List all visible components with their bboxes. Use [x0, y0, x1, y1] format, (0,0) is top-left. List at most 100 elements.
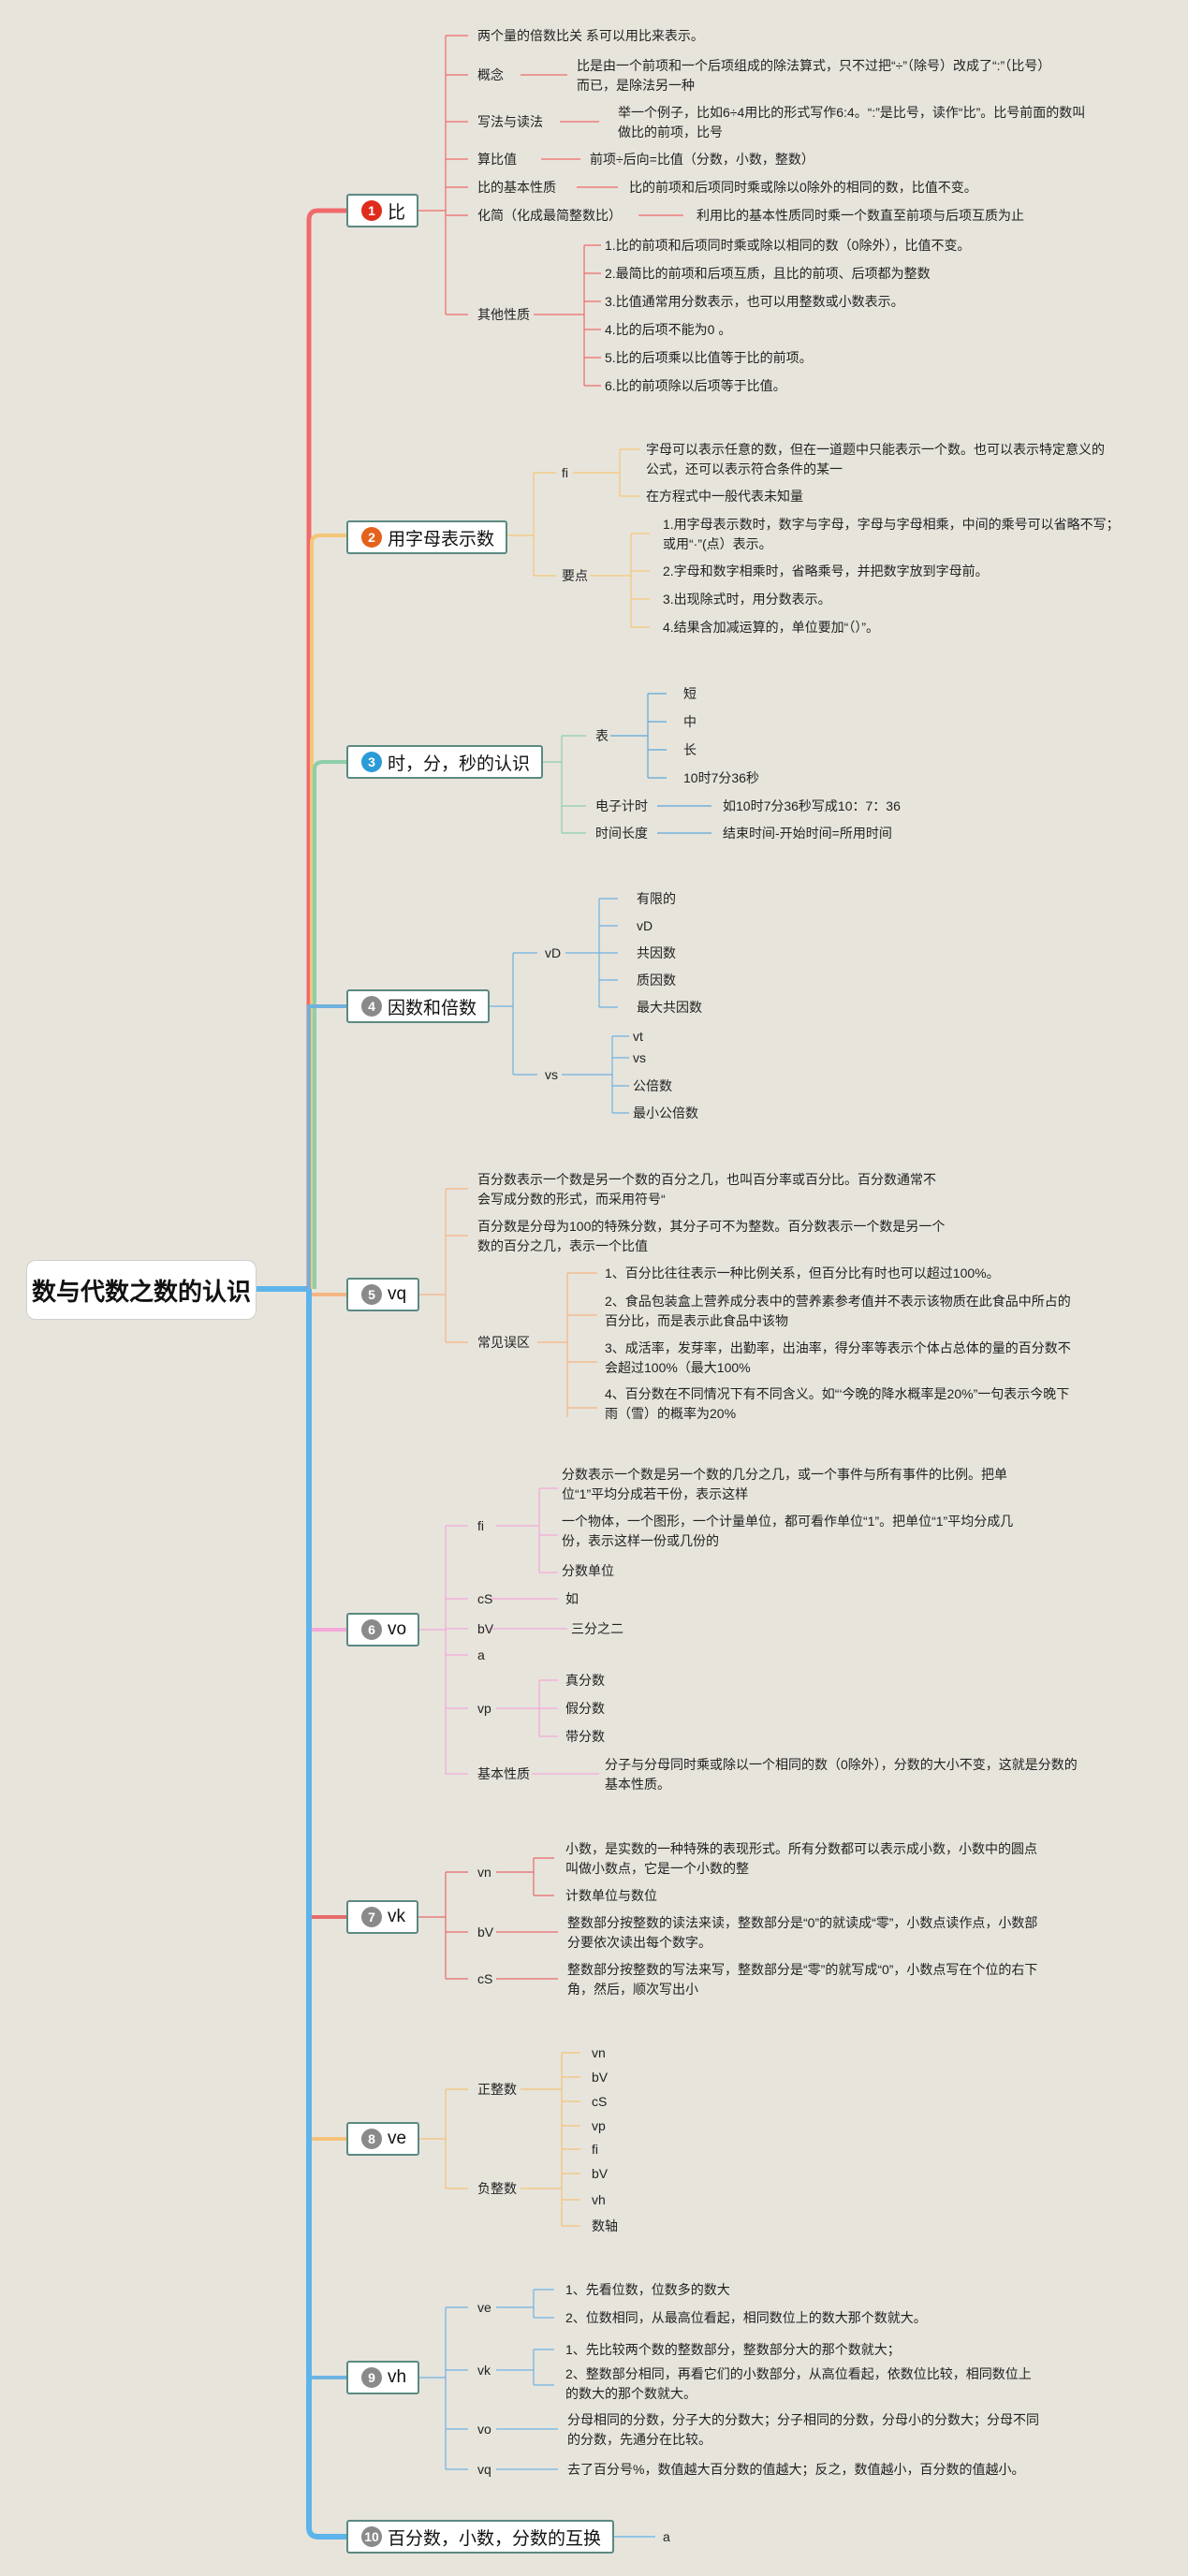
leaf[interactable]: 10时7分36秒: [683, 770, 759, 785]
leaf[interactable]: 基本性质: [477, 1766, 530, 1781]
leaf[interactable]: vt: [633, 1029, 643, 1044]
leaf[interactable]: 1.用字母表示数时，数字与字母，字母与字母相乘，中间的乘号可以省略不写；或用“·…: [663, 517, 1120, 551]
leaf[interactable]: 要点: [562, 568, 588, 583]
leaf[interactable]: 1、先比较两个数的整数部分，整数部分大的那个数就大；: [565, 2342, 901, 2357]
leaf[interactable]: 计数单位与数位: [565, 1888, 657, 1903]
leaf[interactable]: 6.比的前项除以后项等于比值。: [605, 378, 786, 393]
leaf[interactable]: 最大共因数: [637, 1000, 702, 1015]
leaf[interactable]: vn: [477, 1865, 491, 1880]
leaf[interactable]: 数轴: [592, 2218, 618, 2233]
leaf[interactable]: 整数部分按整数的写法来写，整数部分是“零”的就写成“0”，小数点写在个位的右下角…: [567, 1962, 1038, 1997]
leaf[interactable]: 百分数是分母为100的特殊分数，其分子可不为整数。百分数表示一个数是另一个数的百…: [477, 1219, 946, 1253]
leaf[interactable]: 共因数: [637, 945, 676, 960]
leaf[interactable]: 1、百分比往往表示一种比例关系，但百分比有时也可以超过100%。: [605, 1266, 1000, 1281]
leaf[interactable]: 带分数: [565, 1729, 605, 1744]
leaf[interactable]: 2.字母和数字相乘时，省略乘号，并把数字放到字母前。: [663, 564, 989, 578]
leaf[interactable]: vk: [477, 2363, 491, 2378]
leaf[interactable]: bV: [477, 1925, 494, 1939]
branch-8-integer[interactable]: 8 ve: [346, 2122, 420, 2156]
leaf[interactable]: vD: [637, 918, 653, 933]
leaf[interactable]: 2、食品包装盒上营养成分表中的营养素参考值并不表示该物质在此食品中所占的百分比，…: [605, 1294, 1071, 1328]
leaf[interactable]: 利用比的基本性质同时乘一个数直至前项与后项互质为止: [697, 208, 1024, 223]
leaf[interactable]: vs: [633, 1050, 646, 1065]
leaf[interactable]: 2.最简比的前项和后项互质，且比的前项、后项都为整数: [605, 266, 931, 281]
leaf[interactable]: 如: [565, 1591, 579, 1606]
branch-10-conversion[interactable]: 10 百分数，小数，分数的互换: [346, 2520, 615, 2554]
leaf[interactable]: 真分数: [565, 1673, 605, 1688]
leaf[interactable]: vn: [592, 2045, 606, 2060]
leaf[interactable]: 比的前项和后项同时乘或除以0除外的相同的数，比值不变。: [629, 180, 977, 195]
branch-5-percent[interactable]: 5 vq: [346, 1278, 420, 1311]
leaf[interactable]: 中: [683, 714, 697, 729]
leaf[interactable]: ve: [477, 2300, 491, 2315]
branch-1-ratio[interactable]: 1 比: [346, 194, 419, 227]
leaf[interactable]: 2、位数相同，从最高位看起，相同数位上的数大那个数就大。: [565, 2310, 927, 2325]
leaf[interactable]: 2、整数部分相同，再看它们的小数部分，从高位看起，依数位比较，相同数位上的数大的…: [565, 2366, 1032, 2401]
leaf[interactable]: 整数部分按整数的读法来读，整数部分是“0”的就读成“零”，小数点读作点，小数部分…: [567, 1915, 1038, 1950]
leaf[interactable]: 分数表示一个数是另一个数的几分之几，或一个事件与所有事件的比例。把单位“1”平均…: [562, 1467, 1007, 1501]
leaf[interactable]: 假分数: [565, 1701, 605, 1716]
leaf[interactable]: 1、先看位数，位数多的数大: [565, 2282, 730, 2297]
leaf[interactable]: fi: [562, 465, 568, 480]
leaf[interactable]: 如10时7分36秒写成10：7：36: [723, 798, 901, 813]
leaf[interactable]: 字母可以表示任意的数，但在一道题中只能表示一个数。也可以表示特定意义的公式，还可…: [646, 442, 1105, 476]
branch-3-time[interactable]: 3 时，分，秒的认识: [346, 745, 544, 779]
leaf[interactable]: vp: [477, 1701, 491, 1716]
leaf[interactable]: 比的基本性质: [477, 180, 556, 195]
branch-2-letters[interactable]: 2 用字母表示数: [346, 520, 508, 554]
leaf[interactable]: 小数，是实数的一种特殊的表现形式。所有分数都可以表示成小数，小数中的圆点叫做小数…: [565, 1841, 1037, 1876]
leaf[interactable]: 百分数表示一个数是另一个数的百分之几，也叫百分率或百分比。百分数通常不会写成分数…: [477, 1172, 936, 1207]
leaf[interactable]: 写法与读法: [477, 114, 543, 129]
leaf[interactable]: bV: [477, 1621, 494, 1636]
leaf[interactable]: vo: [477, 2422, 491, 2437]
leaf[interactable]: 两个量的倍数比关 系可以用比来表示。: [477, 28, 704, 43]
leaf[interactable]: 4.结果含加减运算的，单位要加“（）”。: [663, 620, 879, 635]
branch-6-fraction[interactable]: 6 vo: [346, 1613, 420, 1647]
leaf[interactable]: 1.比的前项和后项同时乘或除以相同的数（0除外），比值不变。: [605, 238, 971, 253]
leaf[interactable]: vD: [545, 945, 562, 960]
leaf[interactable]: 最小公倍数: [633, 1105, 698, 1120]
leaf[interactable]: 三分之二: [571, 1621, 623, 1636]
leaf[interactable]: bV: [592, 2166, 609, 2181]
leaf[interactable]: 一个物体，一个图形，一个计量单位，都可看作单位“1”。把单位“1”平均分成几份，…: [562, 1514, 1014, 1548]
leaf[interactable]: 负整数: [477, 2181, 517, 2196]
root-topic[interactable]: 数与代数之数的认识: [26, 1260, 257, 1320]
leaf[interactable]: vh: [592, 2192, 606, 2207]
leaf[interactable]: vs: [545, 1067, 558, 1082]
leaf[interactable]: cS: [477, 1971, 493, 1986]
leaf[interactable]: 电子计时: [595, 798, 648, 813]
leaf[interactable]: 3.出现除式时，用分数表示。: [663, 592, 831, 607]
branch-4-factors[interactable]: 4 因数和倍数: [346, 989, 491, 1023]
leaf[interactable]: 4.比的后项不能为0 。: [605, 322, 732, 337]
leaf[interactable]: 比是由一个前项和一个后项组成的除法算式，只不过把“÷”（除号）改成了“:”（比号…: [577, 58, 1051, 93]
branch-9-compare[interactable]: 9 vh: [346, 2361, 420, 2394]
leaf[interactable]: 在方程式中一般代表未知量: [646, 489, 803, 504]
leaf[interactable]: 长: [683, 742, 697, 757]
leaf[interactable]: bV: [592, 2070, 609, 2085]
leaf[interactable]: fi: [592, 2142, 598, 2157]
leaf[interactable]: 时间长度: [595, 826, 648, 841]
leaf[interactable]: 表: [595, 728, 609, 743]
leaf[interactable]: 短: [683, 686, 697, 701]
leaf[interactable]: 举一个例子，比如6÷4用比的形式写作6:4。“:”是比号，读作“比”。比号前面的…: [618, 105, 1086, 139]
leaf[interactable]: 算比值: [477, 152, 517, 167]
leaf[interactable]: 5.比的后项乘以比值等于比的前项。: [605, 350, 813, 365]
leaf[interactable]: fi: [477, 1518, 484, 1533]
leaf[interactable]: cS: [592, 2094, 608, 2109]
leaf[interactable]: 有限的: [637, 891, 676, 906]
leaf[interactable]: 3.比值通常用分数表示，也可以用整数或小数表示。: [605, 294, 904, 309]
leaf[interactable]: 去了百分号%，数值越大百分数的值越大；反之，数值越小，百分数的值越小。: [567, 2462, 1025, 2477]
leaf[interactable]: cS: [477, 1591, 493, 1606]
leaf[interactable]: 分子与分母同时乘或除以一个相同的数（0除外），分数的大小不变，这就是分数的基本性…: [605, 1757, 1078, 1792]
leaf[interactable]: 公倍数: [633, 1078, 672, 1093]
leaf[interactable]: 其他性质: [477, 307, 530, 322]
leaf[interactable]: a: [663, 2529, 670, 2544]
leaf[interactable]: 常见误区: [477, 1335, 530, 1350]
leaf[interactable]: 正整数: [477, 2082, 517, 2097]
leaf[interactable]: 3、成活率，发芽率，出勤率，出油率，得分率等表示个体占总体的量的百分数不会超过1…: [605, 1340, 1071, 1375]
leaf[interactable]: a: [477, 1647, 485, 1662]
leaf[interactable]: 分数单位: [562, 1563, 614, 1578]
leaf[interactable]: 结束时间-开始时间=所用时间: [723, 826, 892, 841]
leaf[interactable]: 质因数: [637, 973, 676, 988]
leaf[interactable]: 4、百分数在不同情况下有不同含义。如“‘今晚的降水概率是20%”一句表示今晚下雨…: [605, 1386, 1070, 1421]
